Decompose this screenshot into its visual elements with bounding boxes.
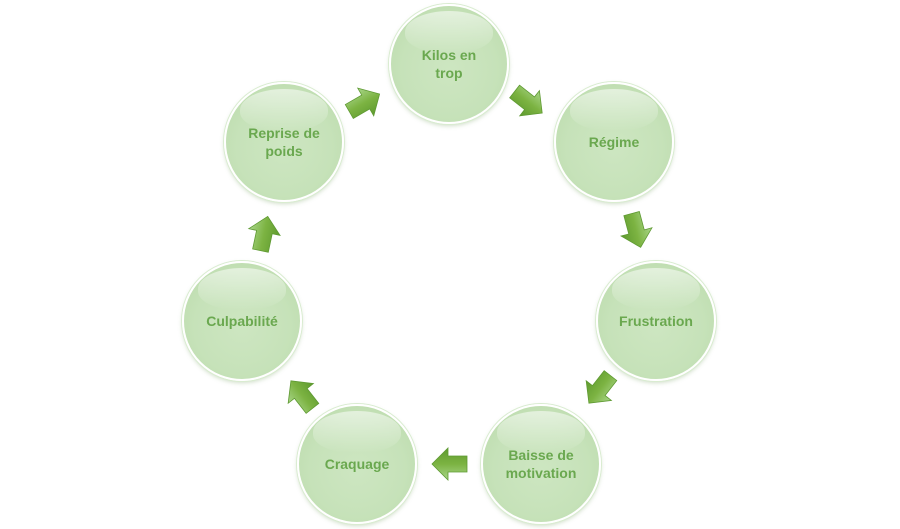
node-label: Baisse de motivation xyxy=(505,447,577,481)
cycle-arrow-7 xyxy=(344,87,381,119)
node-craquage: Craquage xyxy=(297,404,417,524)
cycle-arrow-3 xyxy=(585,370,618,404)
cycle-arrow-4 xyxy=(431,447,468,481)
node-reprise-de-poids: Reprise de poids xyxy=(224,82,344,202)
node-label: Culpabilité xyxy=(206,313,278,329)
node-label: Régime xyxy=(588,134,640,150)
node-label: Reprise de poids xyxy=(248,125,320,159)
node-label: Craquage xyxy=(324,456,390,472)
node-label: Kilos en trop xyxy=(421,47,477,81)
node-culpabilite: Culpabilité xyxy=(182,261,302,381)
cycle-arrow-1 xyxy=(509,84,543,117)
node-kilos-en-trop: Kilos en trop xyxy=(389,4,509,124)
node-baisse-de-motivation: Baisse de motivation xyxy=(481,404,601,524)
cycle-arrow-6 xyxy=(247,215,281,253)
node-label: Frustration xyxy=(619,313,693,329)
cycle-arrow-2 xyxy=(620,211,653,248)
cycle-arrow-5 xyxy=(287,380,320,414)
node-frustration: Frustration xyxy=(596,261,716,381)
node-regime: Régime xyxy=(554,82,674,202)
